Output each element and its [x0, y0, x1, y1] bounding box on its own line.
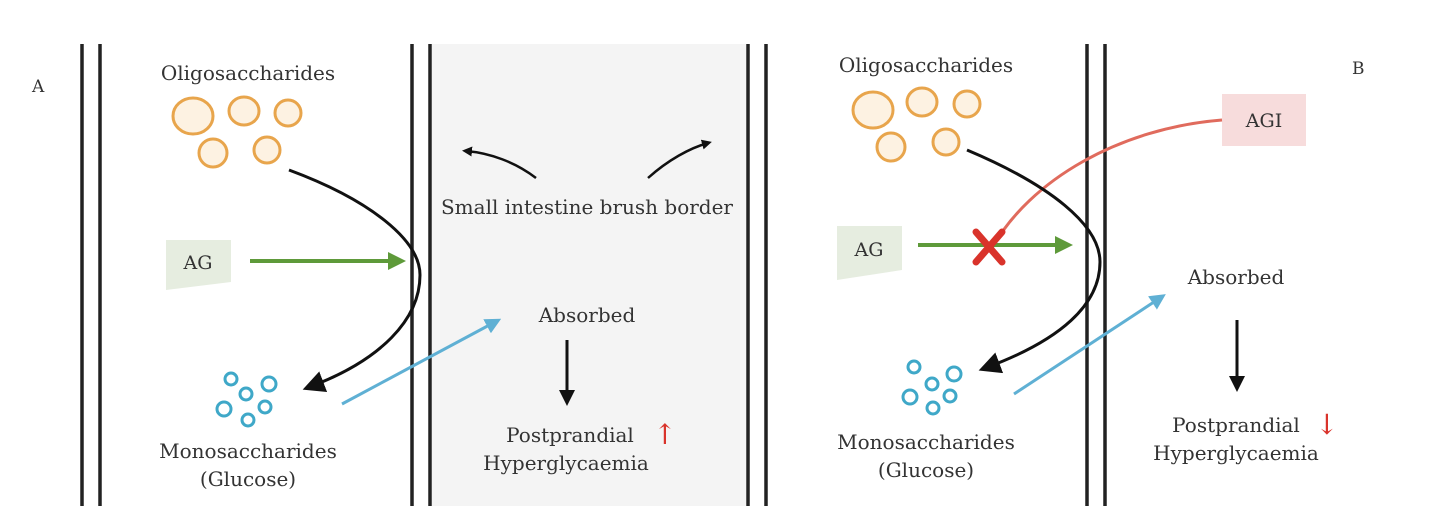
monosaccharide-circle	[906, 359, 922, 375]
monosaccharide-molecules	[901, 359, 963, 416]
inhibition-line	[990, 118, 1223, 249]
hyperglycaemia-label: Hyperglycaemia	[483, 451, 649, 475]
postprandial-label: Postprandial	[506, 423, 634, 447]
glucose-label: (Glucose)	[878, 458, 974, 482]
ag-enzyme-box	[166, 240, 231, 290]
conversion-arrow	[288, 168, 422, 392]
oligosaccharide-circle	[273, 98, 303, 128]
monosaccharide-circle	[942, 388, 958, 404]
increase-arrow-icon: ↑	[653, 418, 676, 451]
monosaccharides-label: Monosaccharides	[837, 430, 1015, 454]
oligosaccharide-molecules	[851, 86, 982, 163]
absorbed-label: Absorbed	[1187, 265, 1285, 289]
monosaccharide-circle	[901, 388, 919, 406]
monosaccharide-circle	[925, 400, 941, 416]
oligosaccharide-molecules	[171, 95, 303, 169]
oligosaccharides-label: Oligosaccharides	[161, 61, 335, 85]
glucose-label: (Glucose)	[200, 467, 296, 491]
oligosaccharide-circle	[227, 95, 261, 127]
agi-inhibitor-box	[1222, 94, 1306, 146]
oligosaccharide-circle	[952, 89, 982, 119]
brush-border-region	[432, 44, 746, 506]
oligosaccharide-circle	[197, 137, 229, 169]
oligosaccharide-circle	[252, 135, 282, 165]
panel-b: B Oligosaccharides AGI AG	[837, 44, 1365, 506]
monosaccharide-circle	[238, 386, 254, 402]
monosaccharide-circle	[924, 376, 940, 392]
monosaccharide-circle	[945, 365, 963, 383]
oligosaccharide-circle	[905, 86, 939, 118]
decrease-arrow-icon: ↓	[1315, 408, 1338, 441]
monosaccharide-circle	[223, 371, 239, 387]
monosaccharide-circle	[260, 375, 278, 393]
ag-enzyme-label: AG	[183, 252, 213, 274]
oligosaccharide-circle	[875, 131, 907, 163]
monosaccharide-circle	[215, 400, 233, 418]
absorption-arrow	[341, 318, 502, 406]
brush-border-arrow-left	[462, 146, 537, 179]
oligosaccharide-circle	[171, 96, 215, 136]
hyperglycaemia-label: Hyperglycaemia	[1153, 441, 1319, 465]
ag-enzyme-box	[837, 226, 902, 280]
absorbed-label: Absorbed	[538, 303, 636, 327]
oligosaccharides-label: Oligosaccharides	[839, 53, 1013, 77]
ag-enzyme-label: AG	[854, 239, 884, 261]
conversion-arrow	[966, 148, 1102, 374]
brush-border-label: Small intestine brush border	[441, 195, 733, 219]
brush-border-arrow-right	[647, 139, 712, 179]
oligosaccharide-circle	[931, 127, 961, 157]
panel-a: A Oligosaccharides AG Small intestine br…	[31, 44, 768, 506]
panel-letter-a: A	[31, 77, 45, 97]
panel-letter-b: B	[1352, 59, 1365, 79]
postprandial-label: Postprandial	[1172, 413, 1300, 437]
monosaccharides-label: Monosaccharides	[159, 439, 337, 463]
oligosaccharide-circle	[851, 90, 895, 130]
blocked-cross-icon	[972, 228, 1006, 266]
absorption-arrow	[1013, 294, 1166, 396]
monosaccharide-molecules	[215, 371, 278, 428]
monosaccharide-circle	[240, 412, 256, 428]
agi-inhibitor-label: AGI	[1245, 110, 1282, 132]
monosaccharide-circle	[257, 399, 273, 415]
